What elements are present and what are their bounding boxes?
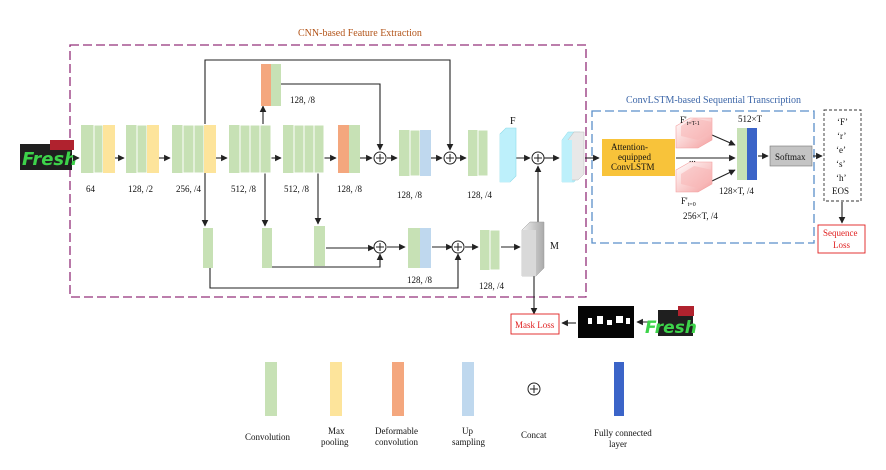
svg-text:ConvLSTM: ConvLSTM — [611, 162, 655, 172]
label-512-8b: 512, /8 — [284, 184, 310, 194]
input-word-image-2: Fresh — [645, 306, 697, 338]
label-128-8-deform: 128, /8 — [337, 184, 363, 194]
label-F: F — [510, 116, 516, 127]
svg-text:EOS: EOS — [832, 186, 849, 196]
svg-text:Attention-: Attention- — [611, 142, 648, 152]
bottom-block-128-8 — [408, 228, 431, 268]
legend-label-deform: Deformable — [375, 426, 418, 436]
svg-text:‘e’: ‘e’ — [836, 145, 846, 155]
label-128-8-up: 128, /8 — [397, 190, 423, 200]
label-64: 64 — [86, 184, 96, 194]
input-word-image: Fresh — [20, 140, 77, 170]
label-bottom-128-8: 128, /8 — [407, 275, 433, 285]
legend-swatch-fc — [614, 362, 624, 416]
mask-image — [578, 306, 634, 338]
bottom-conv-1 — [203, 228, 213, 268]
concat-icon — [443, 151, 457, 165]
concat-icon — [373, 151, 387, 165]
block-64 — [81, 124, 115, 174]
legend-label-fc-2: layer — [609, 439, 627, 449]
concat-icon — [373, 240, 387, 254]
feature-map-M — [521, 221, 545, 277]
label-top-128-8: 128, /8 — [290, 95, 316, 105]
label-128T: 128×T, /4 — [719, 186, 754, 196]
sequence-loss-box: Sequence Loss — [817, 224, 866, 254]
svg-text:Mask Loss: Mask Loss — [515, 320, 555, 330]
svg-text:Softmax: Softmax — [775, 152, 806, 162]
concat-icon — [451, 240, 465, 254]
label-f-bottom: F't=0 — [681, 196, 696, 208]
feature-map-F — [499, 127, 517, 183]
lstm-output-maps-top — [675, 117, 713, 149]
svg-text:Fresh: Fresh — [22, 149, 77, 170]
fc-block — [737, 128, 757, 180]
attention-convlstm-box: Attention- equipped ConvLSTM — [602, 139, 675, 176]
stacked-feature-maps — [561, 131, 585, 183]
legend-label-concat: Concat — [521, 430, 547, 440]
legend-label-maxpool: Max — [328, 426, 345, 436]
output-sequence-box — [823, 109, 862, 202]
concat-icon — [531, 151, 545, 165]
softmax-box: Softmax — [769, 145, 813, 167]
block-top-deform — [261, 64, 281, 106]
svg-text:Loss: Loss — [833, 240, 851, 250]
legend-label-upsample-2: sampling — [452, 437, 485, 447]
legend-label-fc: Fully connected — [594, 428, 652, 438]
svg-text:‘F’: ‘F’ — [837, 117, 848, 127]
block-512-8b — [283, 124, 325, 174]
label-512-8a: 512, /8 — [231, 184, 257, 194]
lstm-region — [591, 110, 815, 244]
lstm-dots: ... — [689, 154, 696, 164]
cnn-region-title: CNN-based Feature Extraction — [298, 28, 422, 39]
legend-swatch-upsample — [462, 362, 474, 416]
block-256-4 — [172, 124, 216, 174]
block-128-8-up — [399, 129, 431, 177]
legend-label-upsample: Up — [462, 426, 473, 436]
legend-label-deform-2: convolution — [375, 437, 418, 447]
legend-swatch-deform — [392, 362, 404, 416]
block-128-4 — [468, 129, 489, 177]
lstm-output-maps-bottom — [675, 161, 713, 193]
svg-text:‘s’: ‘s’ — [836, 159, 846, 169]
output-chars: ‘F’ ‘r’ ‘e’ ‘s’ ‘h’ EOS — [832, 117, 849, 196]
svg-text:Sequence: Sequence — [823, 228, 857, 238]
legend-label-convolution: Convolution — [245, 432, 291, 442]
bottom-conv-2 — [262, 228, 272, 268]
legend-swatch-convolution — [265, 362, 277, 416]
label-M: M — [550, 241, 559, 252]
svg-text:equipped: equipped — [618, 152, 651, 162]
mask-loss-box: Mask Loss — [510, 313, 560, 335]
lstm-region-title: ConvLSTM-based Sequential Transcription — [626, 95, 801, 106]
bottom-conv-3 — [314, 226, 325, 266]
legend-label-maxpool-2: pooling — [321, 437, 349, 447]
svg-text:‘r’: ‘r’ — [837, 131, 846, 141]
label-256-4: 256, /4 — [176, 184, 202, 194]
bottom-block-128-4 — [480, 229, 501, 271]
block-512-8a — [229, 124, 272, 174]
block-128-2 — [126, 124, 159, 174]
cnn-region — [69, 44, 587, 298]
svg-text:Fresh: Fresh — [645, 318, 697, 338]
legend: Convolution Max pooling Deformable convo… — [245, 362, 652, 449]
legend-swatch-maxpool — [330, 362, 342, 416]
label-128-2: 128, /2 — [128, 184, 153, 194]
block-deform-128-8 — [338, 125, 360, 173]
label-bottom-128-4: 128, /4 — [479, 281, 505, 291]
label-f-top: F't=T-1 — [680, 115, 700, 127]
label-128-4: 128, /4 — [467, 190, 493, 200]
legend-concat-icon — [527, 382, 541, 396]
label-512T: 512×T — [738, 114, 763, 124]
label-256T: 256×T, /4 — [683, 211, 718, 221]
svg-text:‘h’: ‘h’ — [836, 173, 847, 183]
